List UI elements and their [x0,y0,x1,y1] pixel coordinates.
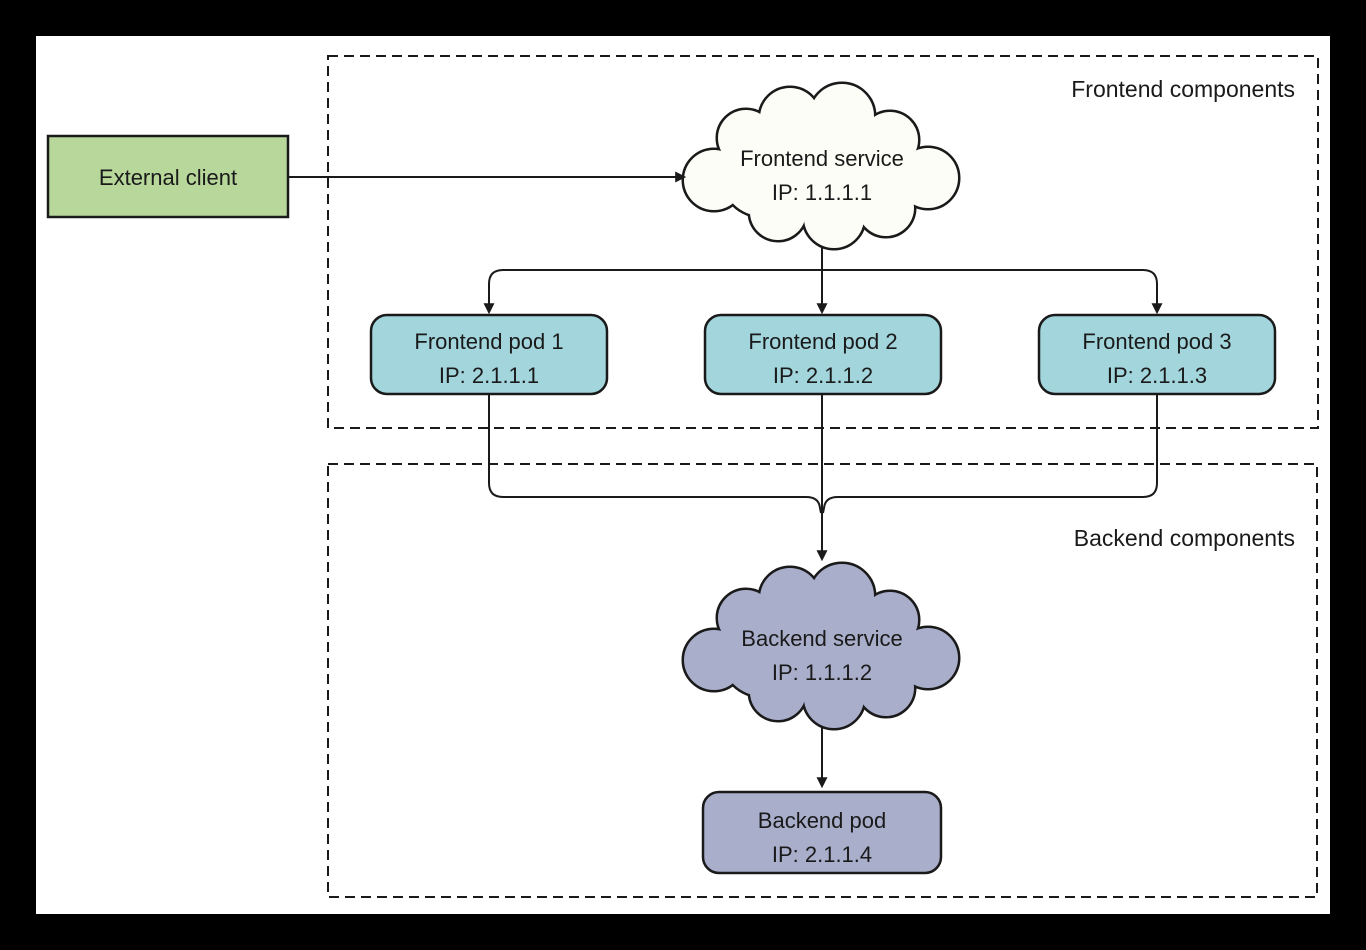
backend-pod-node: Backend pod IP: 2.1.1.4 [701,790,943,875]
backend-pod-name: Backend pod [758,808,886,833]
frontend-pod-2-name: Frontend pod 2 [748,329,897,354]
frontend-pod-3-node: Frontend pod 3 IP: 2.1.1.3 [1037,313,1277,396]
link-pod1-to-backend-service [488,394,822,514]
external-client-node: External client [46,134,290,219]
backend-components-boundary [327,463,1318,898]
frontend-service-ip: IP: 1.1.1.1 [772,180,872,205]
link-pod3-to-backend-service [822,394,1158,514]
frontend-pod-3-ip: IP: 2.1.1.3 [1107,363,1207,388]
frontend-pod-3-name: Frontend pod 3 [1082,329,1231,354]
external-client-label: External client [99,165,237,190]
frontend-components-label: Frontend components [1071,76,1295,102]
frontend-pod-1-name: Frontend pod 1 [414,329,563,354]
backend-components-label: Backend components [1074,525,1295,551]
frontend-pod-2-node: Frontend pod 2 IP: 2.1.1.2 [703,313,943,396]
backend-service-ip: IP: 1.1.1.2 [772,660,872,685]
backend-service-name: Backend service [741,626,902,651]
frontend-pod-2-ip: IP: 2.1.1.2 [773,363,873,388]
frontend-pod-1-ip: IP: 2.1.1.1 [439,363,539,388]
arrow-frontend-service-to-pod3 [822,269,1163,315]
frontend-service-name: Frontend service [740,146,904,171]
backend-pod-ip: IP: 2.1.1.4 [772,842,872,867]
backend-pod-box [701,790,943,875]
frontend-pod-1-node: Frontend pod 1 IP: 2.1.1.1 [369,313,609,396]
arrow-frontend-service-to-pod1 [483,269,822,315]
